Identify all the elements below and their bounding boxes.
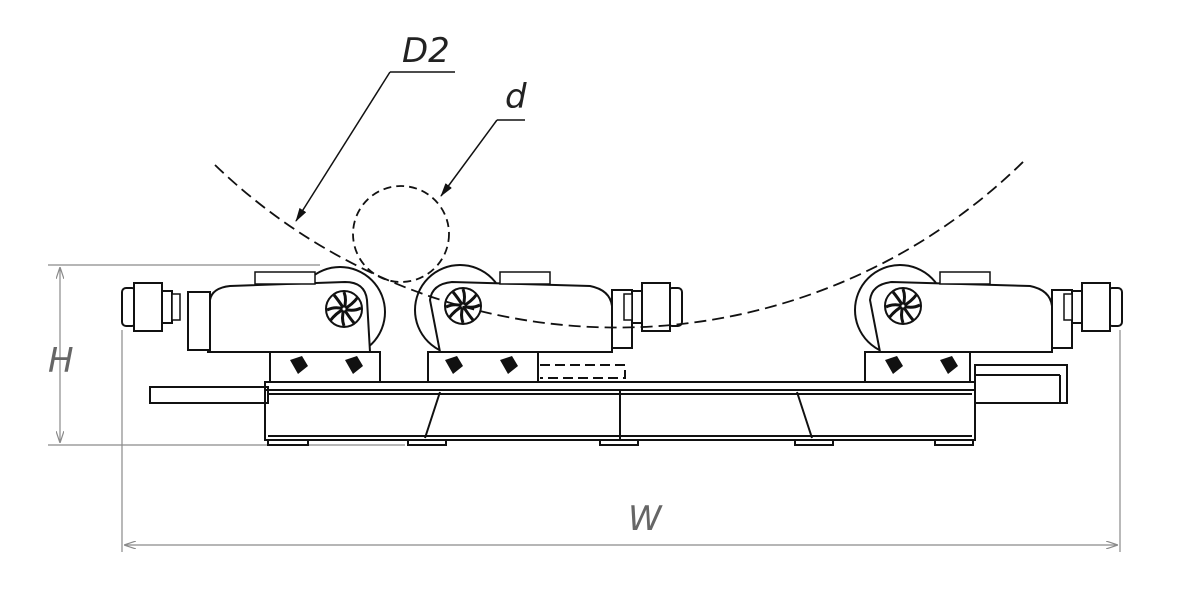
d-leader	[440, 119, 525, 197]
width-dimension	[121, 330, 1121, 552]
base-frame	[149, 364, 1068, 446]
outer-diameter-label: D2	[402, 31, 450, 71]
roller-unit-right	[854, 264, 1123, 383]
roller-unit-middle	[414, 264, 683, 383]
workpiece-inner-circle	[352, 185, 450, 283]
workpiece-outer-circle	[214, 159, 1026, 329]
height-dimension	[48, 264, 405, 446]
height-label: H	[48, 341, 74, 381]
d2-leader	[295, 71, 455, 222]
width-label: W	[628, 499, 663, 539]
inner-diameter-label: d	[505, 77, 527, 117]
roller-unit-left	[121, 266, 386, 383]
